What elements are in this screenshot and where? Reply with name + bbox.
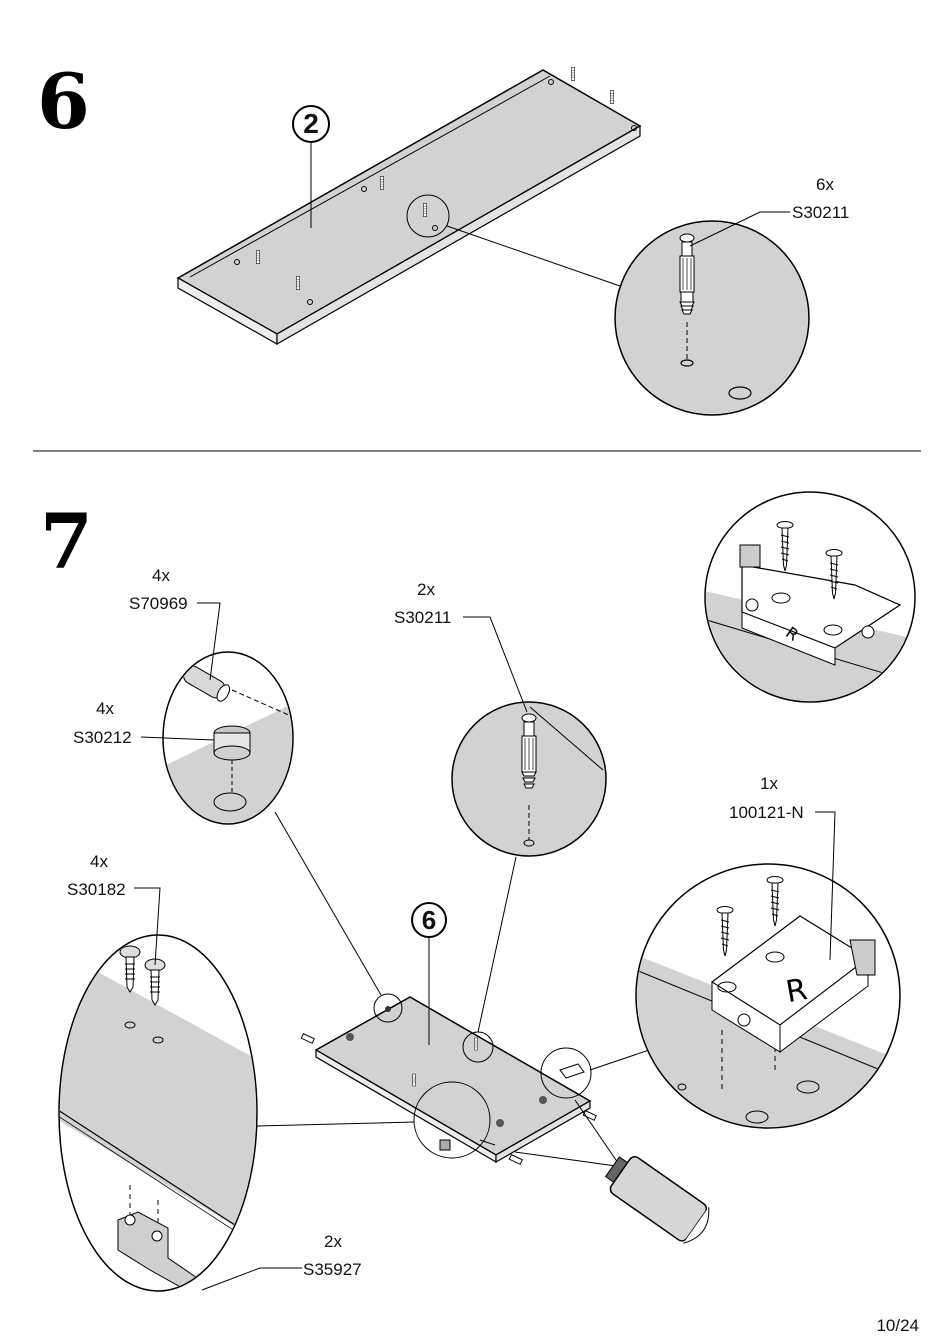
part-number: S35927 [303, 1260, 362, 1279]
cam-lock-detail [140, 602, 294, 825]
step6-panel [176, 69, 642, 346]
part-quantity: 4x [90, 852, 108, 871]
part-quantity: 2x [324, 1232, 342, 1251]
part-quantity: 4x [96, 699, 114, 718]
page-number: 10/24 [876, 1316, 919, 1335]
step6-badge [292, 105, 330, 228]
step7-panel [300, 996, 597, 1165]
hinge-detail-top: R [704, 491, 916, 703]
glue-bottle [514, 1099, 710, 1244]
cam-bolt-detail [451, 616, 607, 857]
step7-zoom-rings [256, 811, 656, 1159]
step6-cam-bolts [234, 67, 637, 305]
part-number: S30211 [792, 203, 850, 222]
step-number: 7 [40, 497, 93, 586]
step7-badge [411, 902, 447, 1045]
panel-badge-label: 2 [303, 108, 319, 139]
part-quantity: 2x [417, 580, 435, 599]
step-number: 6 [37, 57, 90, 146]
part-number: S70969 [129, 594, 188, 613]
part-quantity: 6x [816, 175, 834, 194]
part-number: 100121-N [729, 803, 804, 822]
part-number: S30212 [73, 728, 132, 747]
part-quantity: 4x [152, 566, 170, 585]
part-number: S30211 [394, 608, 452, 627]
hinge-detail-right: R [635, 811, 901, 1129]
panel-badge-label: 6 [421, 905, 437, 935]
part-quantity: 1x [760, 774, 778, 793]
pin-bracket-detail [58, 887, 302, 1292]
step6-detail-zoom [406, 194, 810, 416]
part-number: S30182 [67, 880, 126, 899]
